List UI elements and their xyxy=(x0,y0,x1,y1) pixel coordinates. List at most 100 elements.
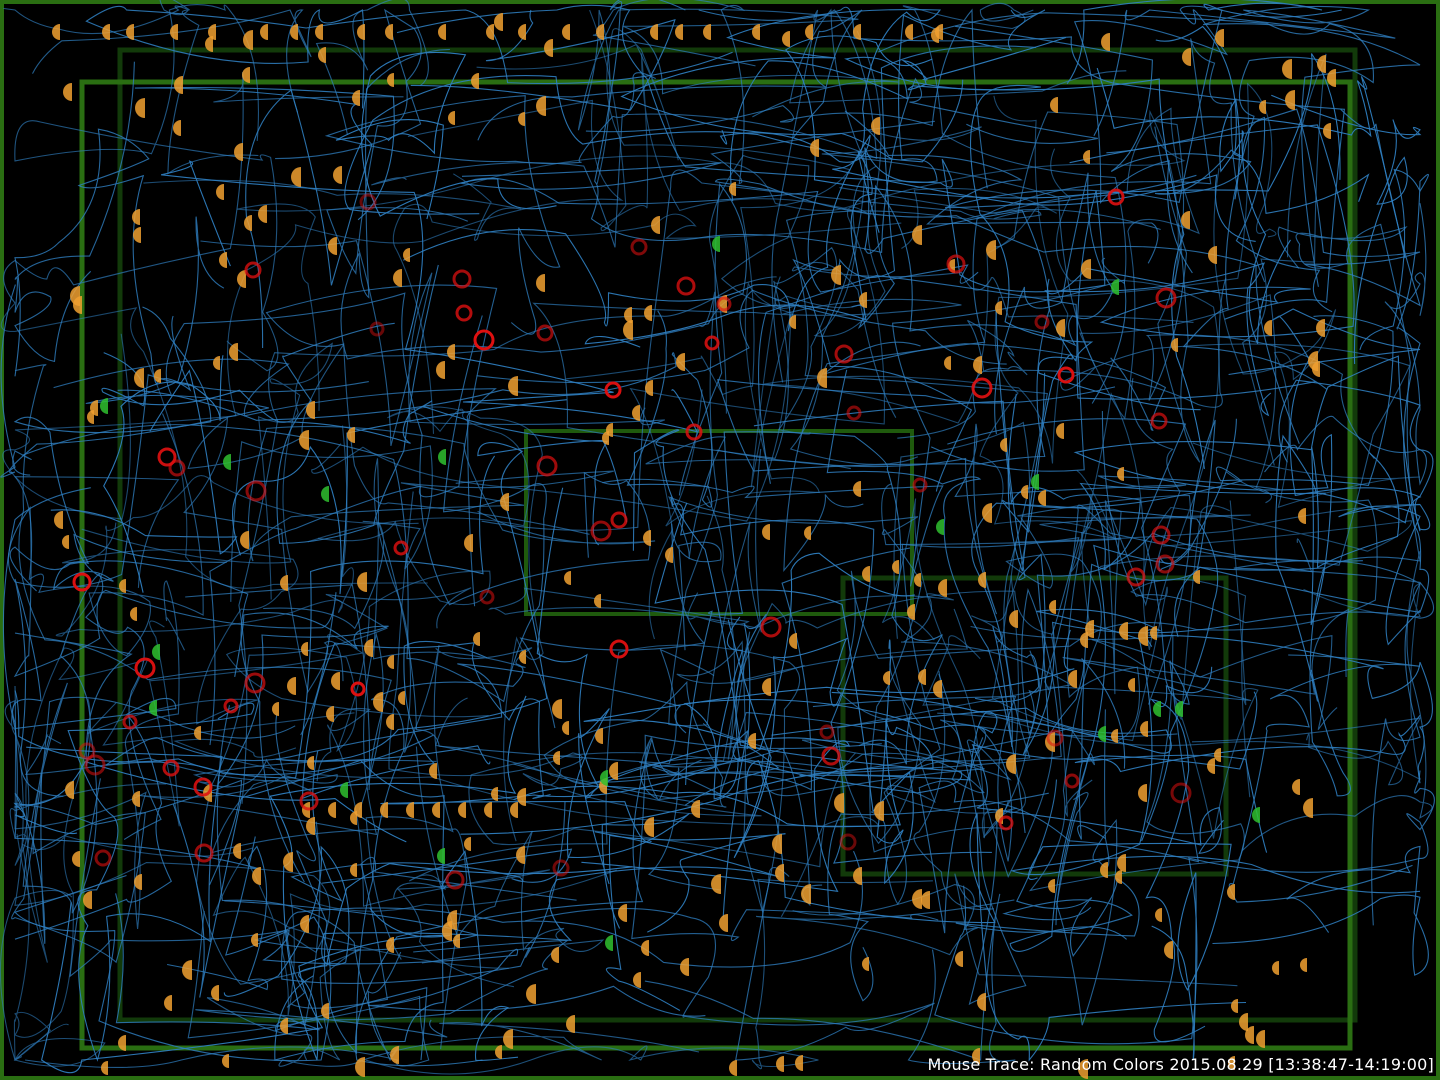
click-marker xyxy=(354,802,362,818)
trace-path xyxy=(468,495,856,868)
click-marker xyxy=(1101,33,1110,51)
click-marker xyxy=(703,24,711,40)
click-marker xyxy=(551,947,559,963)
double-click-ring xyxy=(78,742,96,760)
trace-path xyxy=(1148,634,1433,784)
click-marker xyxy=(102,24,110,40)
click-marker xyxy=(350,811,357,825)
click-marker xyxy=(447,910,457,930)
click-marker xyxy=(995,301,1002,315)
click-marker xyxy=(491,787,498,801)
click-marker xyxy=(333,166,342,184)
click-marker xyxy=(618,904,627,922)
click-marker xyxy=(804,526,811,540)
click-marker xyxy=(1208,246,1217,264)
click-marker xyxy=(595,728,603,744)
double-click-ring xyxy=(1155,287,1177,309)
trace-path xyxy=(62,522,299,735)
click-marker xyxy=(805,24,813,40)
click-marker xyxy=(70,286,80,306)
click-marker xyxy=(1150,626,1157,640)
trace-path xyxy=(388,491,762,817)
click-marker xyxy=(973,356,982,374)
trace-path xyxy=(344,75,964,215)
trace-path xyxy=(1174,169,1430,638)
double-click-ring xyxy=(445,870,465,890)
trace-path xyxy=(24,632,384,836)
double-click-ring xyxy=(821,746,841,766)
click-marker xyxy=(154,369,161,383)
click-marker xyxy=(719,914,728,932)
click-marker xyxy=(1214,748,1221,762)
trace-path xyxy=(9,546,305,883)
click-marker xyxy=(205,36,213,52)
trace-path xyxy=(753,400,1240,756)
click-marker xyxy=(54,511,63,529)
click-marker xyxy=(243,30,253,50)
click-marker xyxy=(132,209,140,225)
trace-path xyxy=(789,8,1127,465)
trace-path xyxy=(813,30,886,337)
trace-path xyxy=(836,471,1378,721)
click-marker xyxy=(955,951,963,967)
trace-path xyxy=(440,849,519,1062)
click-marker xyxy=(194,726,201,740)
click-marker xyxy=(772,834,782,854)
trace-path xyxy=(881,483,1251,705)
click-marker xyxy=(272,702,279,716)
click-marker xyxy=(1259,100,1266,114)
trace-path xyxy=(315,0,429,135)
click-marker xyxy=(518,112,525,126)
click-marker xyxy=(1308,351,1318,371)
trace-path xyxy=(991,503,1421,798)
click-marker xyxy=(438,24,446,40)
click-marker xyxy=(134,368,144,388)
double-click-ring xyxy=(1126,567,1146,587)
click-marker xyxy=(403,248,410,262)
double-click-ring xyxy=(590,520,612,542)
click-marker xyxy=(393,269,402,287)
trace-path xyxy=(354,547,911,1067)
click-marker xyxy=(134,874,142,890)
trace-path xyxy=(477,9,863,141)
trace-path xyxy=(117,310,713,508)
click-marker xyxy=(234,143,243,161)
click-marker xyxy=(291,167,301,187)
double-click-ring xyxy=(455,304,473,322)
double-click-ring xyxy=(473,329,495,351)
click-marker xyxy=(280,575,288,591)
trace-path xyxy=(592,0,935,185)
click-marker xyxy=(347,427,355,443)
click-marker xyxy=(1050,97,1058,113)
trace-path xyxy=(13,413,204,657)
click-marker xyxy=(1215,29,1224,47)
trace-path xyxy=(1192,168,1421,509)
green-click-marker xyxy=(321,486,329,502)
click-marker xyxy=(464,534,473,552)
trace-path xyxy=(1271,94,1422,365)
double-click-ring xyxy=(1107,188,1125,206)
trace-path xyxy=(1191,717,1422,786)
click-marker xyxy=(752,24,760,40)
click-marker xyxy=(562,721,569,735)
trace-path xyxy=(536,487,851,892)
trace-path xyxy=(1009,544,1351,952)
double-click-ring xyxy=(168,459,186,477)
click-marker xyxy=(447,344,455,360)
trace-path xyxy=(631,734,939,942)
click-marker xyxy=(644,817,654,837)
trace-path xyxy=(403,129,871,332)
click-marker xyxy=(1049,600,1056,614)
trace-path xyxy=(206,821,700,1067)
click-marker xyxy=(216,184,224,200)
green-click-marker xyxy=(438,449,446,465)
click-marker xyxy=(1138,784,1147,802)
click-marker xyxy=(1292,779,1300,795)
click-marker xyxy=(609,762,618,780)
trace-path xyxy=(1073,355,1421,626)
trace-path xyxy=(763,95,1069,464)
click-marker xyxy=(373,692,383,712)
click-marker xyxy=(63,83,72,101)
double-click-ring xyxy=(393,540,409,556)
trace-path xyxy=(870,537,1080,905)
